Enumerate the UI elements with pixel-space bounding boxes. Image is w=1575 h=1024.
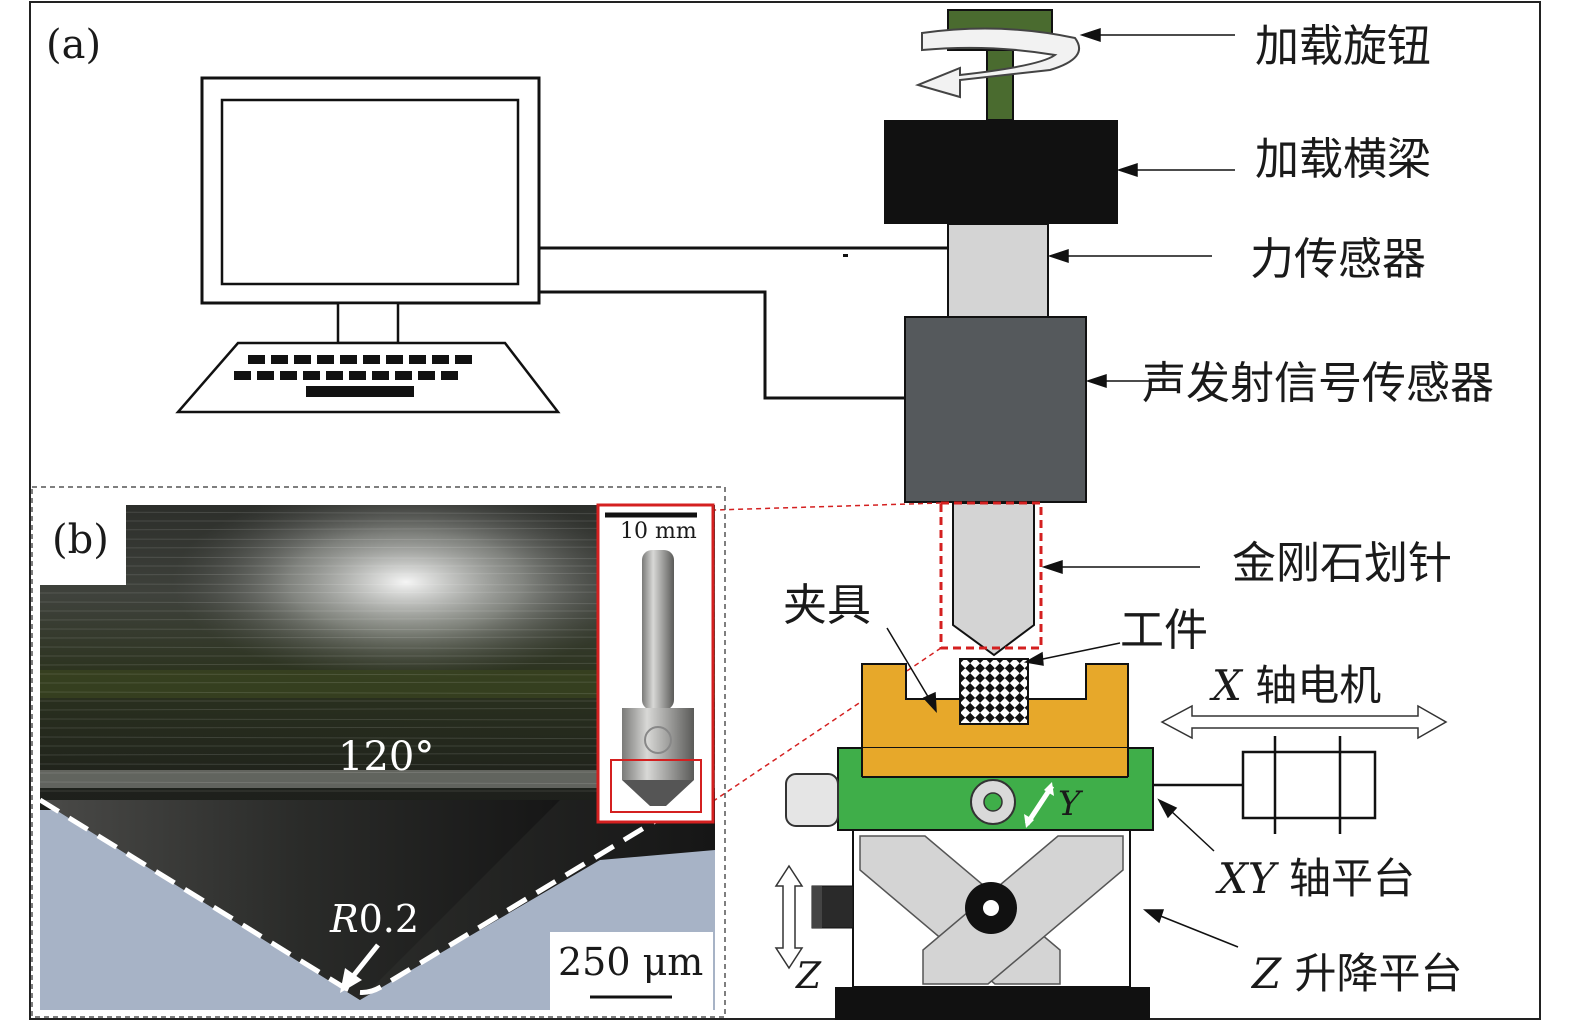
keyboard-key	[280, 371, 297, 380]
panel-a-label: (a)	[46, 22, 101, 68]
keyboard-key	[326, 371, 343, 380]
rotate-arrow-icon	[914, 27, 1081, 99]
z-double-arrow-icon	[774, 864, 804, 970]
label-diamond-stylus: 金刚石划针	[1232, 538, 1452, 589]
keyboard-key	[317, 355, 334, 364]
keyboard-key	[363, 355, 380, 364]
computer-icon	[175, 76, 561, 414]
keyboard-key	[303, 371, 320, 380]
cable-ae-sensor	[539, 290, 905, 400]
cable-dot	[843, 254, 848, 257]
tip-profile-outline	[40, 797, 664, 995]
stylus-photo-inset: 10 mm	[596, 503, 715, 824]
figure-frame	[29, 1, 1541, 1020]
z-axis-label: Z	[795, 956, 822, 997]
label-fixture: 夹具	[783, 580, 871, 631]
keyboard-keys	[234, 355, 472, 380]
panel-b-label-bg	[40, 505, 126, 585]
monitor-screen	[220, 98, 520, 286]
keyboard-key	[234, 371, 251, 380]
base-plate	[835, 987, 1150, 1020]
label-xy-stage: XY 轴平台	[1215, 854, 1415, 903]
xy-stage-knob	[785, 773, 839, 827]
callout-arrows	[886, 27, 1239, 948]
loading-beam	[884, 120, 1118, 224]
keyboard-key	[349, 371, 366, 380]
space-bar	[306, 386, 414, 397]
keyboard-key	[441, 371, 458, 380]
keyboard-key	[455, 355, 472, 364]
diamond-stylus	[952, 502, 1035, 657]
x-motor	[1241, 750, 1377, 820]
workpiece	[959, 658, 1029, 725]
inset-scale-bar-label: 10 mm	[620, 519, 697, 544]
y-arrow-icon	[1024, 784, 1055, 826]
fixture-base	[862, 748, 1128, 777]
x-double-arrow-icon	[1160, 704, 1448, 740]
keyboard-key	[432, 355, 449, 364]
scale-bar-box	[550, 932, 713, 1012]
stylus-highlight-box	[939, 501, 1043, 650]
label-force-sensor: 力传感器	[1250, 234, 1426, 285]
scale-bar-label: 250 μm	[558, 940, 703, 984]
panel-b-frame	[31, 486, 726, 1018]
ae-sensor	[904, 316, 1087, 503]
label-z-stage: Z 升降平台	[1250, 949, 1463, 998]
keyboard-key	[271, 355, 288, 364]
panel-b-label: (b)	[52, 517, 109, 563]
tip-radius-label: R0.2	[329, 897, 419, 941]
keyboard-key	[248, 355, 265, 364]
y-axis-label: Y	[1058, 784, 1084, 824]
label-loading-beam: 加载横梁	[1255, 134, 1431, 185]
label-loading-knob: 加载旋钮	[1255, 21, 1431, 72]
zoom-line-top	[714, 502, 942, 511]
keyboard-key	[409, 355, 426, 364]
keyboard-key	[294, 355, 311, 364]
keyboard-key	[340, 355, 357, 364]
tip-angle-label: 120°	[338, 734, 434, 780]
keyboard-key	[418, 371, 435, 380]
keyboard-key	[386, 355, 403, 364]
label-x-motor: X 轴电机	[1209, 661, 1381, 710]
label-workpiece: 工件	[1120, 605, 1208, 656]
keyboard-key	[257, 371, 274, 380]
keyboard-key	[395, 371, 412, 380]
inset-tip-highlight-box	[610, 759, 702, 813]
keyboard-key	[372, 371, 389, 380]
loading-knob	[914, 9, 1081, 121]
label-ae-sensor: 声发射信号传感器	[1142, 358, 1494, 409]
force-sensor	[947, 223, 1049, 319]
monitor-stand	[336, 301, 400, 345]
radius-pointer-arrow-icon	[340, 943, 380, 993]
